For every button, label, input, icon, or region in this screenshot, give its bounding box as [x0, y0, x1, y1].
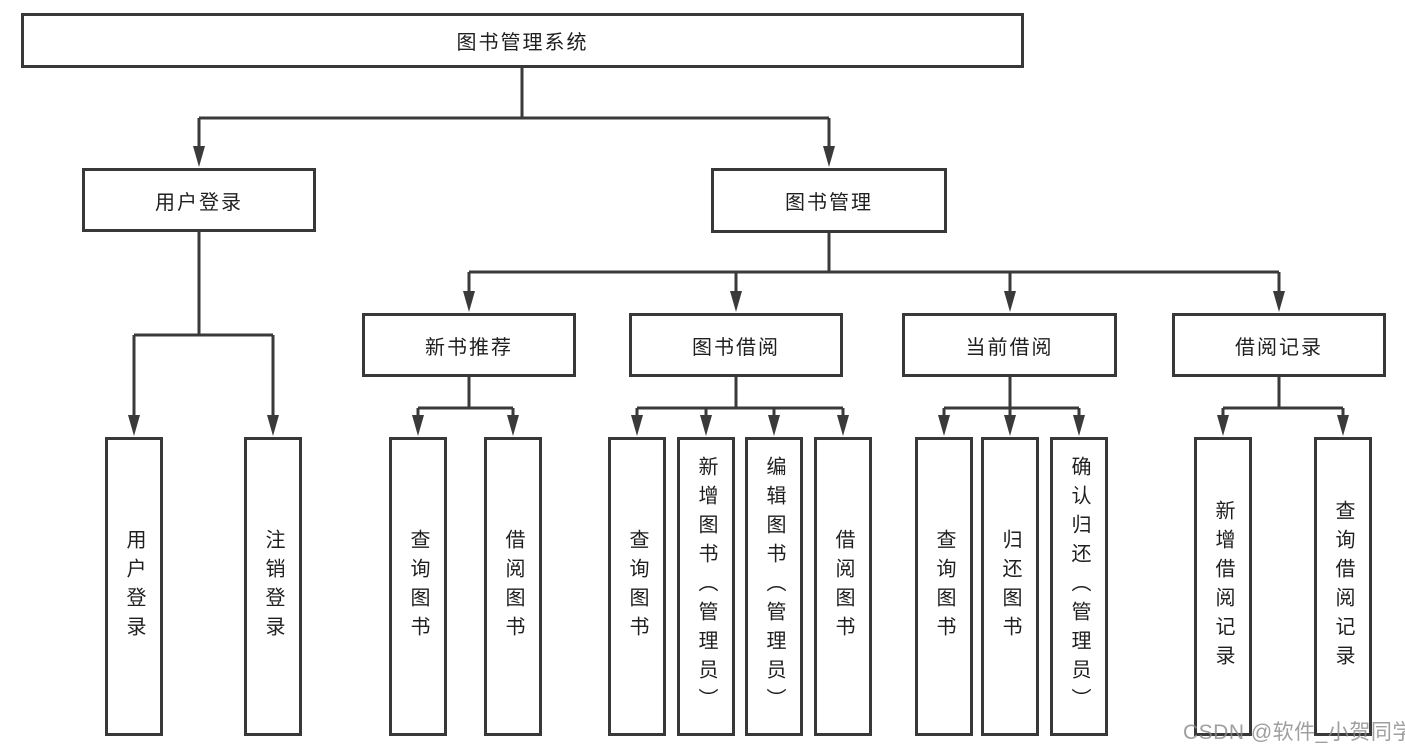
arrowhead [730, 291, 742, 312]
node-user-login: 用户登录 [82, 168, 316, 232]
leaf-label: 注销登录 [262, 528, 284, 645]
leaf-query-books-current: 查询图书 [915, 437, 973, 736]
arrowhead [823, 146, 835, 167]
arrowhead [1004, 415, 1016, 436]
arrowhead [1073, 415, 1085, 436]
connector-root-to-level2 [197, 68, 831, 152]
arrowhead [267, 415, 279, 436]
leaf-label: 借阅图书 [502, 528, 524, 645]
leaf-return-books: 归还图书 [981, 437, 1039, 736]
connector-user-login-children [132, 232, 275, 421]
arrowhead [700, 415, 712, 436]
connector-current-borrow-children [942, 377, 1081, 421]
arrowhead [1004, 291, 1016, 312]
leaf-logout: 注销登录 [244, 437, 302, 736]
arrowheads [128, 146, 1349, 436]
arrowhead [412, 415, 424, 436]
leaf-borrow-books: 借阅图书 [814, 437, 872, 736]
node-label: 图书借阅 [692, 336, 780, 359]
connector-book-borrow-children [635, 377, 845, 421]
node-borrow-records: 借阅记录 [1172, 313, 1386, 377]
node-label: 新书推荐 [425, 336, 513, 359]
leaf-query-books-borrow: 查询图书 [608, 437, 666, 736]
node-label: 用户登录 [155, 191, 243, 214]
node-book-borrow: 图书借阅 [629, 313, 843, 377]
leaf-label: 编辑图书（管理员） [763, 456, 785, 717]
leaf-label: 确认归还（管理员） [1068, 456, 1090, 717]
node-book-management: 图书管理 [711, 168, 947, 233]
leaf-label: 借阅图书 [832, 528, 854, 645]
leaf-edit-books-admin: 编辑图书（管理员） [745, 437, 803, 736]
leaf-label: 查询借阅记录 [1332, 499, 1354, 674]
connector-book-management-children [467, 233, 1281, 297]
connector-borrow-records-children [1221, 377, 1345, 421]
leaf-label: 归还图书 [999, 528, 1021, 645]
leaf-label: 用户登录 [123, 528, 145, 645]
arrowhead [938, 415, 950, 436]
arrowhead [1273, 291, 1285, 312]
node-new-book-recommend: 新书推荐 [362, 313, 576, 377]
leaf-confirm-return-admin: 确认归还（管理员） [1050, 437, 1108, 736]
node-current-borrow: 当前借阅 [902, 313, 1117, 377]
leaf-label: 查询图书 [407, 528, 429, 645]
arrowhead [1217, 415, 1229, 436]
leaf-query-books-recommend: 查询图书 [389, 437, 447, 736]
leaf-borrow-books-recommend: 借阅图书 [484, 437, 542, 736]
leaf-add-borrow-record: 新增借阅记录 [1194, 437, 1252, 736]
watermark: CSDN @软件_小贺同学 [1183, 721, 1405, 744]
leaf-label: 查询图书 [933, 528, 955, 645]
arrowhead [768, 415, 780, 436]
leaf-label: 查询图书 [626, 528, 648, 645]
leaf-query-borrow-record: 查询借阅记录 [1314, 437, 1372, 736]
leaf-add-books-admin: 新增图书（管理员） [677, 437, 735, 736]
node-label: 图书管理系统 [456, 32, 589, 54]
arrowhead [631, 415, 643, 436]
arrowhead [837, 415, 849, 436]
connector-new-book-recommend-children [416, 377, 515, 421]
arrowhead [193, 146, 205, 167]
node-label: 图书管理 [785, 192, 873, 214]
leaf-label: 新增借阅记录 [1212, 499, 1234, 674]
arrowhead [507, 415, 519, 436]
arrowhead [463, 291, 475, 312]
arrowhead [1337, 415, 1349, 436]
arrowhead [128, 415, 140, 436]
node-library-management-system: 图书管理系统 [21, 13, 1024, 68]
leaf-label: 新增图书（管理员） [695, 456, 717, 717]
leaf-user-login: 用户登录 [105, 437, 163, 736]
node-label: 借阅记录 [1235, 336, 1323, 359]
node-label: 当前借阅 [965, 336, 1054, 359]
